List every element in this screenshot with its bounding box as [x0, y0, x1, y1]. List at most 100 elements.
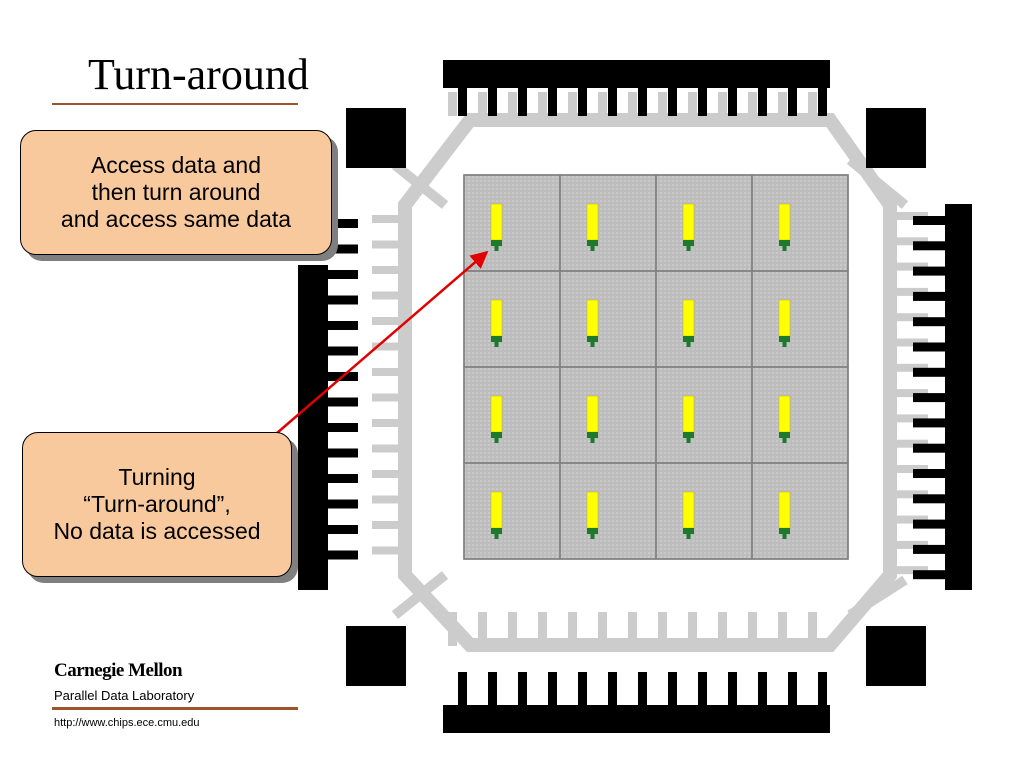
- pin-trace-top: [478, 92, 487, 116]
- pin-tooth-right: [913, 570, 945, 580]
- pin-trace-left: [372, 317, 408, 325]
- pin-trace-left: [372, 342, 408, 351]
- frame-outline: [398, 113, 897, 652]
- pin-tooth-right: [913, 216, 945, 225]
- pin-tooth-top: [638, 88, 647, 116]
- pin-tooth-bottom: [638, 672, 647, 705]
- pin-tooth-left: [328, 474, 358, 483]
- pin-trace-right: [892, 439, 928, 448]
- corner-traces: [391, 156, 909, 620]
- pin-trace-top: [568, 92, 577, 116]
- pin-trace-right: [892, 540, 928, 549]
- read-head: [778, 491, 791, 539]
- pin-trace-top: [658, 92, 667, 116]
- pin-tooth-top: [818, 88, 827, 116]
- read-head: [490, 203, 503, 251]
- pin-trace-left: [372, 215, 408, 223]
- pin-trace-left: [372, 546, 408, 555]
- pin-tooth-left: [328, 499, 358, 509]
- pin-trace-right: [892, 490, 928, 499]
- pin-tooth-bottom: [548, 672, 557, 705]
- callout-access-same-data: Access data and then turn around and acc…: [20, 130, 332, 255]
- pin-tooth-right: [913, 544, 945, 554]
- pin-tooth-right: [913, 241, 945, 251]
- read-head: [586, 491, 599, 539]
- callout-line: then turn around: [91, 179, 261, 205]
- read-head: [682, 203, 695, 251]
- pin-tooth-left: [328, 550, 358, 560]
- read-head: [490, 299, 503, 347]
- corner-pad-top-left: [346, 108, 406, 168]
- pin-tooth-left: [328, 321, 358, 330]
- pin-tooth-top: [578, 88, 587, 116]
- pin-tooth-left: [328, 270, 358, 279]
- pin-trace-right: [892, 338, 928, 347]
- read-head: [682, 299, 695, 347]
- pin-trace-left: [372, 444, 408, 453]
- pin-bars: [298, 60, 972, 733]
- pin-trace-top: [748, 92, 757, 116]
- read-heads: [490, 203, 791, 539]
- grid-cell: [751, 462, 849, 560]
- pin-tooth-left: [328, 423, 358, 432]
- pin-tooth-right: [913, 494, 945, 504]
- pin-trace-top: [538, 92, 547, 116]
- pin-trace-right: [892, 237, 928, 246]
- pin-trace-left: [372, 393, 408, 402]
- pin-trace-top: [508, 92, 517, 116]
- pin-trace-bottom: [628, 612, 637, 646]
- pin-trace-bottom: [448, 612, 457, 646]
- pin-trace-top: [688, 92, 697, 116]
- pin-tooth-right: [913, 367, 945, 377]
- pin-tooth-top: [758, 88, 767, 116]
- pin-trace-bottom: [808, 612, 817, 646]
- pin-trace-bottom: [568, 612, 577, 646]
- pin-tooth-top: [608, 88, 617, 116]
- pin-tooth-top: [458, 88, 467, 116]
- read-head: [490, 491, 503, 539]
- pin-tooth-top: [728, 88, 737, 116]
- pin-trace-top: [628, 92, 637, 116]
- pin-trace-bottom: [508, 612, 517, 646]
- pin-tooth-right: [913, 469, 945, 478]
- read-head: [778, 395, 791, 443]
- pin-tooth-bottom: [608, 672, 617, 705]
- brand-logo-text: Carnegie Mellon: [54, 660, 183, 681]
- pin-teeth: [328, 88, 945, 705]
- pin-tooth-right: [913, 342, 945, 352]
- pin-trace-left: [372, 521, 408, 529]
- top-pin-bar: [443, 60, 830, 88]
- corner-pads: [346, 108, 926, 686]
- pin-trace-right: [892, 363, 928, 372]
- pin-trace-right: [892, 287, 928, 296]
- pin-tooth-right: [913, 317, 945, 327]
- pin-trace-bottom: [658, 612, 667, 646]
- pin-trace-bottom: [718, 612, 727, 646]
- platter-grid: [463, 174, 849, 560]
- callout-line: and access same data: [60, 206, 292, 232]
- package-frame: [398, 113, 897, 652]
- pin-trace-bottom: [538, 612, 547, 646]
- pin-tooth-top: [698, 88, 707, 116]
- pin-trace-left: [372, 368, 408, 376]
- read-head: [586, 203, 599, 251]
- pin-tooth-bottom: [668, 672, 677, 705]
- corner-pad-bottom-left: [346, 626, 406, 686]
- pin-trace-top: [778, 92, 787, 116]
- pin-tooth-right: [913, 443, 945, 453]
- callout-line: Turning: [118, 464, 196, 490]
- pin-tooth-left: [328, 295, 358, 305]
- pin-trace-top: [448, 92, 457, 116]
- pin-trace-left: [372, 266, 408, 274]
- pin-trace-left: [372, 291, 408, 300]
- pin-tooth-bottom: [578, 672, 587, 705]
- read-head: [682, 395, 695, 443]
- turn-around-arrow: [276, 250, 489, 434]
- pin-tooth-left: [328, 219, 358, 228]
- corner-pad-bottom-right: [866, 626, 926, 686]
- pin-tooth-left: [328, 525, 358, 534]
- footer-url: http://www.chips.ece.cmu.edu: [54, 717, 200, 729]
- pin-tooth-left: [328, 244, 358, 254]
- pin-tooth-top: [488, 88, 497, 116]
